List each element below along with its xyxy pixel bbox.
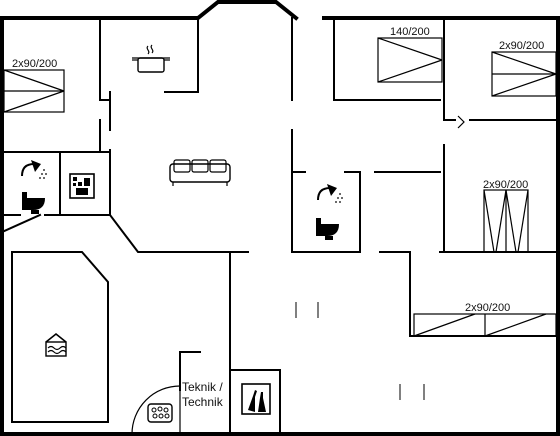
bed-size-label: 2x90/200	[499, 40, 544, 52]
shower-icon	[21, 160, 47, 179]
pool	[11, 251, 109, 423]
kitchen-pot-icon	[132, 44, 170, 73]
pool-icon	[45, 332, 67, 357]
bed-size-label: 2x90/200	[12, 58, 57, 70]
technik-label: Teknik /	[182, 380, 223, 394]
shower-icon	[317, 184, 343, 203]
technik-label: Technik	[182, 395, 224, 409]
bed-size-label: 2x90/200	[483, 179, 528, 191]
washing-machine-icon	[69, 173, 95, 199]
bed-size-label: 2x90/200	[465, 302, 510, 314]
sofa-icon	[169, 159, 231, 186]
bed-bottom-right	[413, 313, 557, 337]
interior-walls	[0, 17, 559, 435]
bed-top-right	[491, 51, 557, 97]
toilet-icon	[22, 192, 45, 214]
toilet-icon	[316, 218, 339, 240]
bed-top-mid	[377, 37, 443, 83]
wine-bottles-icon	[241, 383, 271, 415]
sauna-icon	[147, 403, 173, 423]
bed-top-left	[3, 69, 65, 113]
door-marks	[295, 302, 425, 400]
bed-size-label: 140/200	[390, 26, 430, 38]
bed-mid-right	[483, 189, 529, 253]
